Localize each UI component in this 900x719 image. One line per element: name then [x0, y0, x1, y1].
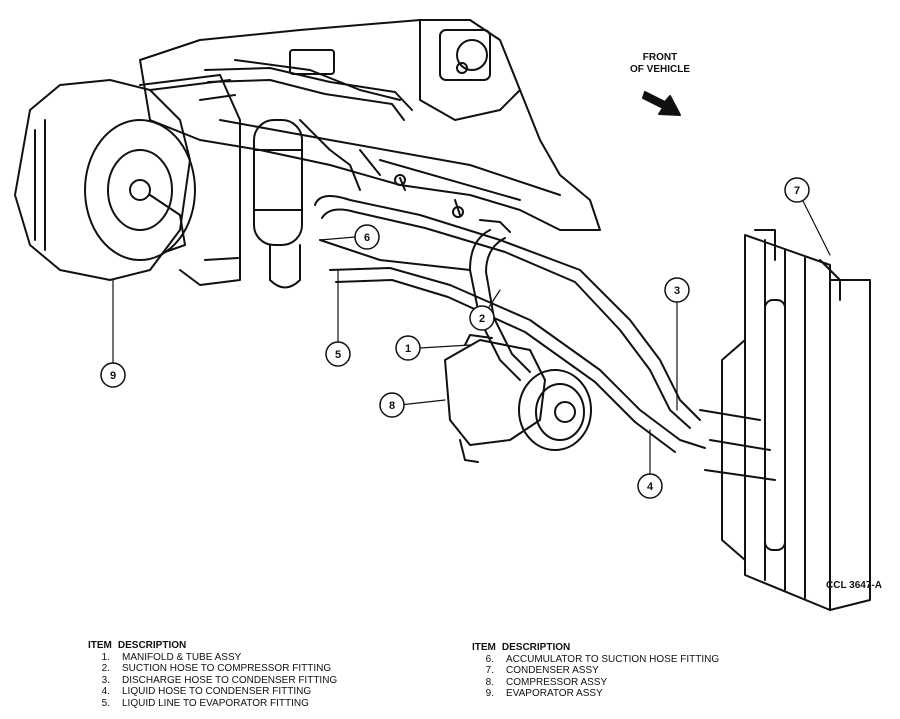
callout-leaders — [112, 194, 831, 481]
legend-num: 4. — [101, 686, 110, 697]
legend-desc: COMPRESSOR ASSY — [506, 676, 608, 688]
legend-header: ITEM DESCRIPTION — [88, 640, 388, 652]
legend-row: 7. CONDENSER ASSY — [472, 665, 772, 677]
legend-desc: LIQUID HOSE TO CONDENSER FITTING — [122, 686, 312, 697]
front-label-line1: FRONT — [642, 52, 678, 63]
refrigerant-hoses — [314, 195, 706, 453]
legend-row: 2. SUCTION HOSE TO COMPRESSOR FITTING — [88, 663, 388, 675]
legend-desc: DISCHARGE HOSE TO CONDENSER FITTING — [122, 674, 338, 686]
legend-desc: EVAPORATOR ASSY — [506, 688, 603, 699]
legend-num: 7. — [485, 665, 494, 676]
legend-num: 9. — [485, 688, 494, 699]
legend-num: 2. — [101, 663, 110, 674]
legend-row: 1. MANIFOLD & TUBE ASSY — [88, 652, 388, 664]
legend-row: 9. EVAPORATOR ASSY — [472, 688, 772, 700]
legend-header-desc: DESCRIPTION — [501, 642, 571, 653]
svg-text:5: 5 — [335, 349, 341, 361]
evaporator-assy — [14, 74, 241, 286]
legend-header-item: ITEM — [88, 640, 112, 651]
legend-desc: SUCTION HOSE TO COMPRESSOR FITTING — [122, 663, 332, 674]
svg-text:6: 6 — [364, 232, 370, 244]
legend-desc: CONDENSER ASSY — [506, 665, 599, 676]
svg-text:9: 9 — [110, 370, 116, 382]
ac-system-diagram: 1 2 3 4 5 6 7 8 — [14, 19, 871, 611]
callout-7: 7 — [784, 177, 810, 203]
svg-text:1: 1 — [405, 343, 411, 355]
figure-code: CCL 3647-A — [826, 580, 882, 591]
callout-4: 4 — [637, 473, 663, 499]
callout-6: 6 — [354, 224, 380, 250]
svg-text:2: 2 — [479, 313, 485, 325]
callout-1: 1 — [395, 335, 421, 361]
legend-num: 5. — [101, 697, 110, 709]
legend-row: 4. LIQUID HOSE TO CONDENSER FITTING — [88, 686, 388, 698]
legend-desc: MANIFOLD & TUBE ASSY — [122, 651, 242, 663]
svg-text:8: 8 — [389, 400, 395, 412]
svg-text:4: 4 — [647, 481, 654, 493]
legend-header-desc: DESCRIPTION — [117, 640, 187, 651]
callout-9: 9 — [100, 362, 126, 388]
legend-desc: LIQUID LINE TO EVAPORATOR FITTING — [122, 697, 309, 709]
front-arrow-icon — [642, 91, 681, 116]
callout-2: 2 — [469, 305, 495, 331]
engine-outline — [139, 19, 601, 231]
svg-text:3: 3 — [674, 285, 680, 297]
svg-text:7: 7 — [794, 185, 800, 197]
legend-row: 3. DISCHARGE HOSE TO CONDENSER FITTING — [88, 675, 388, 687]
legend-num: 6. — [485, 653, 494, 665]
legend-right: ITEM DESCRIPTION 6. ACCUMULATOR TO SUCTION… — [472, 642, 772, 700]
legend-num: 8. — [485, 676, 494, 688]
legend-desc: ACCUMULATOR TO SUCTION HOSE FITTING — [506, 653, 720, 665]
front-of-vehicle-label: FRONT OF VEHICLE — [610, 52, 710, 76]
callout-3: 3 — [664, 277, 690, 303]
condenser-assy — [699, 229, 871, 611]
accumulator — [253, 119, 303, 289]
callout-8: 8 — [379, 392, 405, 418]
callout-5: 5 — [325, 341, 351, 367]
legend-row: 5. LIQUID LINE TO EVAPORATOR FITTING — [88, 698, 388, 710]
manifold-tube — [204, 49, 413, 191]
legend-row: 8. COMPRESSOR ASSY — [472, 677, 772, 689]
legend-row: 6. ACCUMULATOR TO SUCTION HOSE FITTING — [472, 654, 772, 666]
legend-left: ITEM DESCRIPTION 1. MANIFOLD & TUBE ASSY 2… — [88, 640, 388, 709]
compressor-assy — [444, 334, 592, 463]
front-label-line2: OF VEHICLE — [629, 64, 690, 75]
legend-header: ITEM DESCRIPTION — [472, 642, 772, 654]
legend-num: 1. — [101, 651, 110, 663]
legend-header-item: ITEM — [472, 642, 496, 653]
legend-num: 3. — [101, 674, 110, 686]
